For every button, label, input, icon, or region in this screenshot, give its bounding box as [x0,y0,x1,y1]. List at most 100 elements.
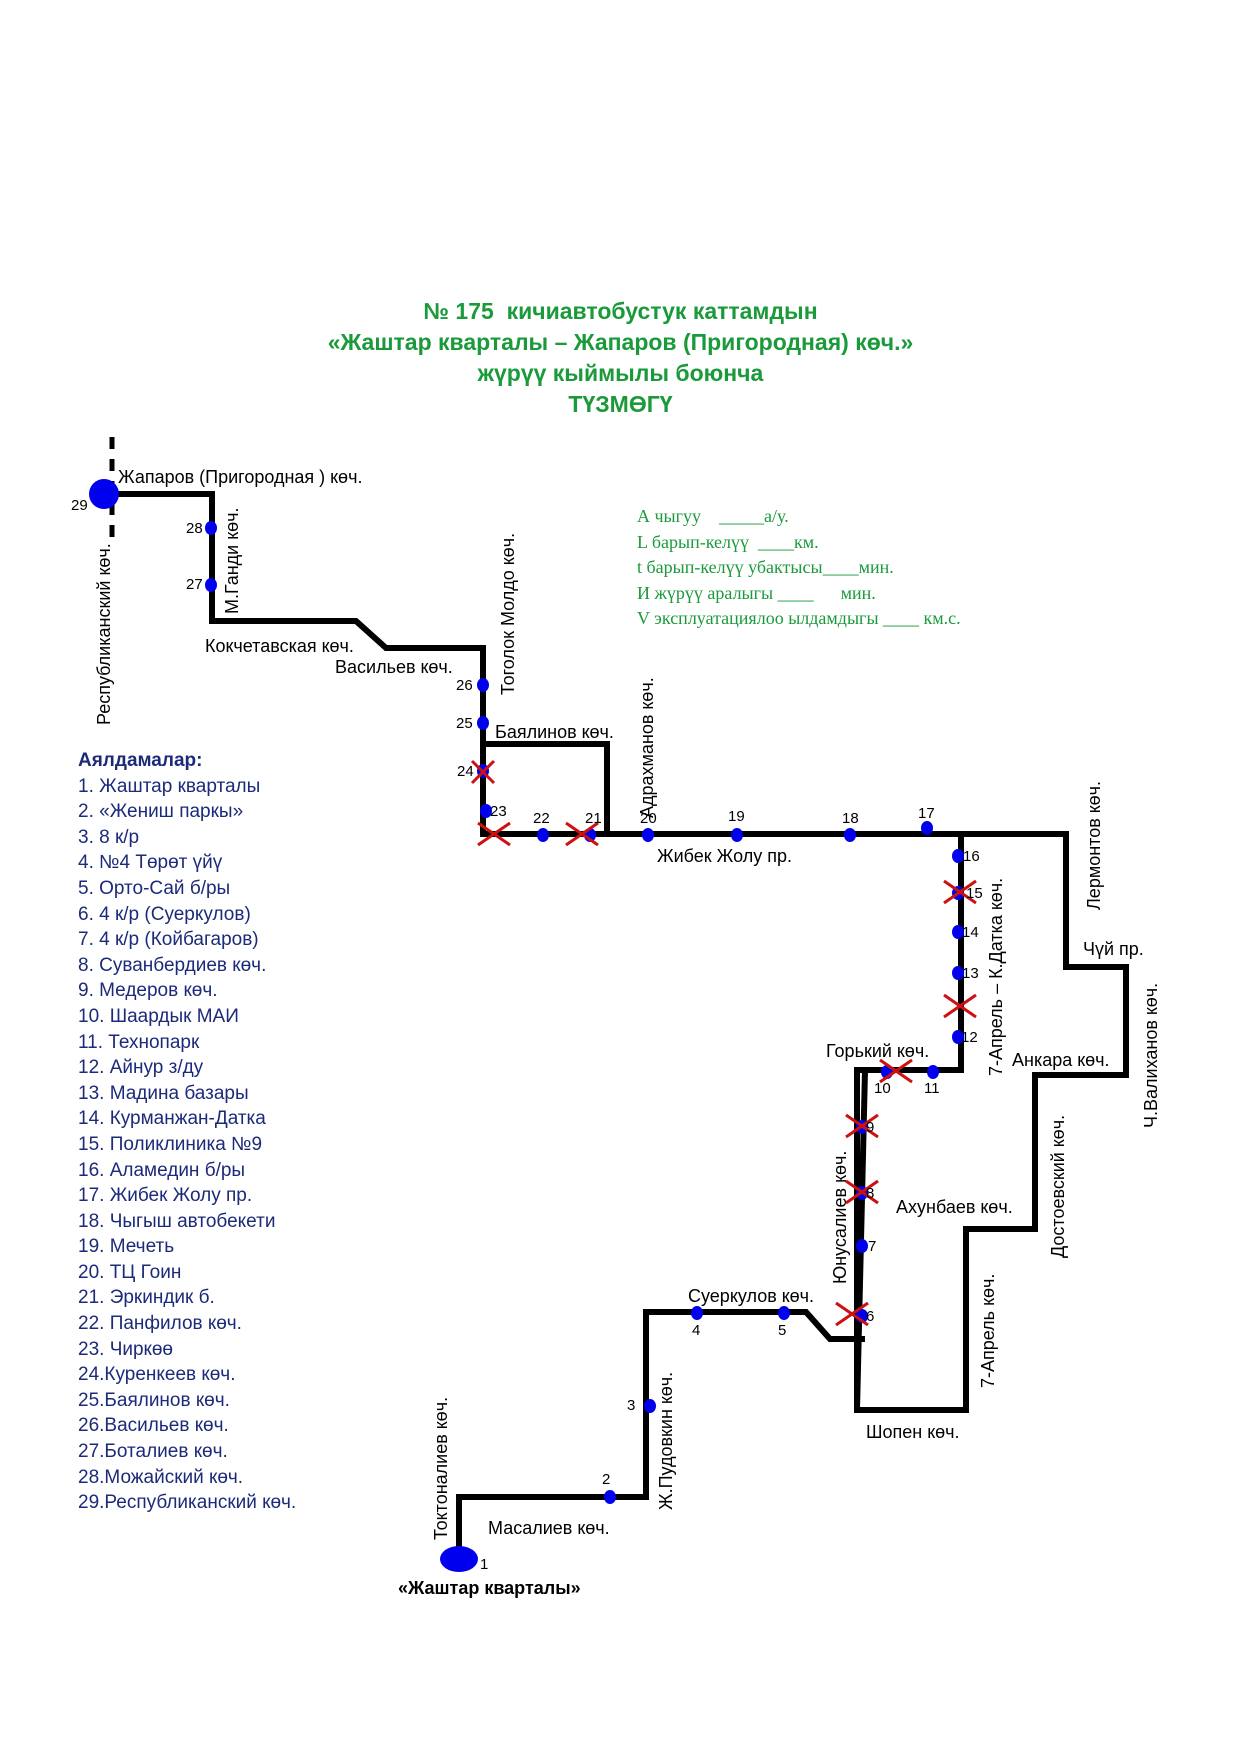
stop-item: 18. Чыгыш автобекети [78,1210,276,1232]
stop-item: 20. ТЦ Гоин [78,1261,182,1283]
param-departure: А чыгуу _____а/у. [637,506,789,526]
route-line-suerkulov [456,1309,865,1558]
street-label-akhunbaev: Ахунбаев көч. [896,1197,1013,1217]
street-label-zhaparov: Жапаров (Пригородная ) көч. [118,467,362,487]
stop-item: 19. Мечеть [78,1236,175,1258]
stop-number-21: 21 [585,810,602,827]
stop-item: 6. 4 к/р (Суеркулов) [78,903,251,925]
stop-dot-12 [952,1030,964,1044]
stop-dot-20 [642,828,654,842]
street-label-valikhanov: Ч.Валиханов көч. [1141,983,1161,1128]
stop-item: 13. Мадина базары [78,1082,249,1104]
stop-number-24: 24 [457,763,474,780]
street-label-togolok: Тоголок Молдо көч. [498,533,518,695]
terminal-zhaparov-stop [89,479,119,509]
diagram-title: № 175 кичиавтобустук каттамдын «Жаштар к… [0,296,1241,420]
stop-item: 16. Аламедин б/ры [78,1159,246,1181]
route-branch-bayalinov [483,741,610,834]
route-parameters: А чыгуу _____а/у. L барып-келүү ____км. … [637,504,961,632]
stop-number-3: 3 [627,1397,635,1414]
street-label-suerkulov: Суеркулов көч. [688,1286,814,1306]
cancelled-mark-icon [470,759,496,785]
stop-dot-3 [644,1399,656,1413]
stop-number-18: 18 [842,810,859,827]
cancelled-mark-icon [879,1058,913,1084]
stop-item: 10. Шаардык МАИ [78,1005,239,1027]
stop-item: 17. Жибек Жолу пр. [78,1185,253,1207]
stop-item: 14. Курманжан-Датка [78,1108,266,1130]
stop-number-13: 13 [962,965,979,982]
street-label-pudovkin: Ж.Пудовкин көч. [656,1372,676,1510]
stop-item: 1. Жаштар кварталы [78,775,261,797]
street-label-gandi: М.Ганди көч. [222,507,242,614]
stop-item: 4. №4 Төрөт үйү [78,852,223,874]
stop-item: 29.Республиканский көч. [78,1492,297,1514]
stop-dot-2 [604,1490,616,1504]
title-line-2: «Жаштар кварталы – Жапаров (Пригородная)… [327,329,914,355]
param-interval: И жүрүү аралыгы ____ мин. [637,582,876,603]
stop-dot-26 [477,678,489,692]
stop-dot-16 [952,849,964,863]
stop-dot-25 [477,716,489,730]
cancelled-mark-icon [845,1113,879,1139]
stop-dot-5 [778,1306,790,1320]
street-label-ankara: Анкара көч. [1012,1050,1110,1070]
stop-dot-27 [205,578,217,592]
stop-number-5: 5 [778,1322,786,1339]
stop-dot-28 [205,521,217,535]
stop-number-14: 14 [962,924,979,941]
stop-dot-23 [480,804,492,818]
street-label-masaliev: Масалиев көч. [488,1518,610,1538]
street-label-shopen: Шопен көч. [866,1422,959,1442]
street-label-lermontov: Лермонтов көч. [1084,781,1104,910]
cancelled-mark-icon [565,821,599,847]
stop-number-22: 22 [533,810,550,827]
stop-number-1: 1 [480,1556,488,1573]
street-label-kokchetav: Кокчетавская көч. [205,636,354,656]
street-label-gorkiy: Горький көч. [826,1041,929,1061]
stop-number-15: 15 [966,885,983,902]
stop-item: 24.Куренкеев көч. [78,1364,236,1386]
title-line-3: жүрүү кыймылы боюнча [477,360,764,386]
stop-dot-11 [927,1065,939,1079]
stop-dot-7 [856,1239,868,1253]
stop-item: 2. «Жениш паркы» [78,801,244,823]
route-line [102,491,1129,1413]
stop-dot-22 [537,828,549,842]
stop-item: 3. 8 к/р [78,826,140,848]
street-label-yunusaliev: Юнусалиев көч. [830,1151,850,1284]
street-label-chuy: Чүй пр. [1083,939,1144,959]
stop-number-27: 27 [186,576,203,593]
street-label-vasilev: Васильев көч. [335,657,453,677]
stop-dot-13 [952,966,964,980]
street-label-aprel7: 7-Апрель көч. [978,1274,998,1388]
stop-item: 27.Боталиев көч. [78,1441,228,1463]
street-label-toktonaliev: Токтоналиев көч. [431,1397,451,1540]
stop-number-9: 9 [866,1119,874,1136]
stop-number-10: 10 [874,1080,891,1097]
stop-number-19: 19 [728,808,745,825]
stops-list: Аялдамалар: 1. Жаштар кварталы 2. «Жениш… [78,748,308,1516]
stop-item: 11. Технопарк [78,1031,200,1053]
stop-item: 28.Можайский көч. [78,1466,244,1488]
stop-item: 9. Медеров көч. [78,980,218,1002]
stop-item: 26.Васильев көч. [78,1415,229,1437]
param-speed: V эксплуатациялоо ылдамдыгы ____ км.с. [637,608,961,628]
stop-number-2: 2 [602,1471,610,1488]
stop-number-4: 4 [692,1322,700,1339]
stop-item: 21. Эркиндик б. [78,1287,215,1309]
street-label-dostoevskiy: Достоевский көч. [1048,1115,1068,1258]
terminal-label: «Жаштар кварталы» [398,1578,581,1598]
stop-item: 25.Баялинов көч. [78,1389,230,1411]
cancelled-mark-icon [943,993,977,1019]
stop-number-7: 7 [868,1238,876,1255]
stop-dot-4 [691,1306,703,1320]
street-label-respublikanskiy: Республиканский көч. [94,543,114,725]
cancelled-mark-icon [835,1301,869,1327]
stop-number-16: 16 [963,848,980,865]
cancelled-mark-icon [477,821,511,847]
stop-dot-17 [921,821,933,835]
stop-dot-18 [844,828,856,842]
stop-item: 8. Суванбердиев көч. [78,954,267,976]
